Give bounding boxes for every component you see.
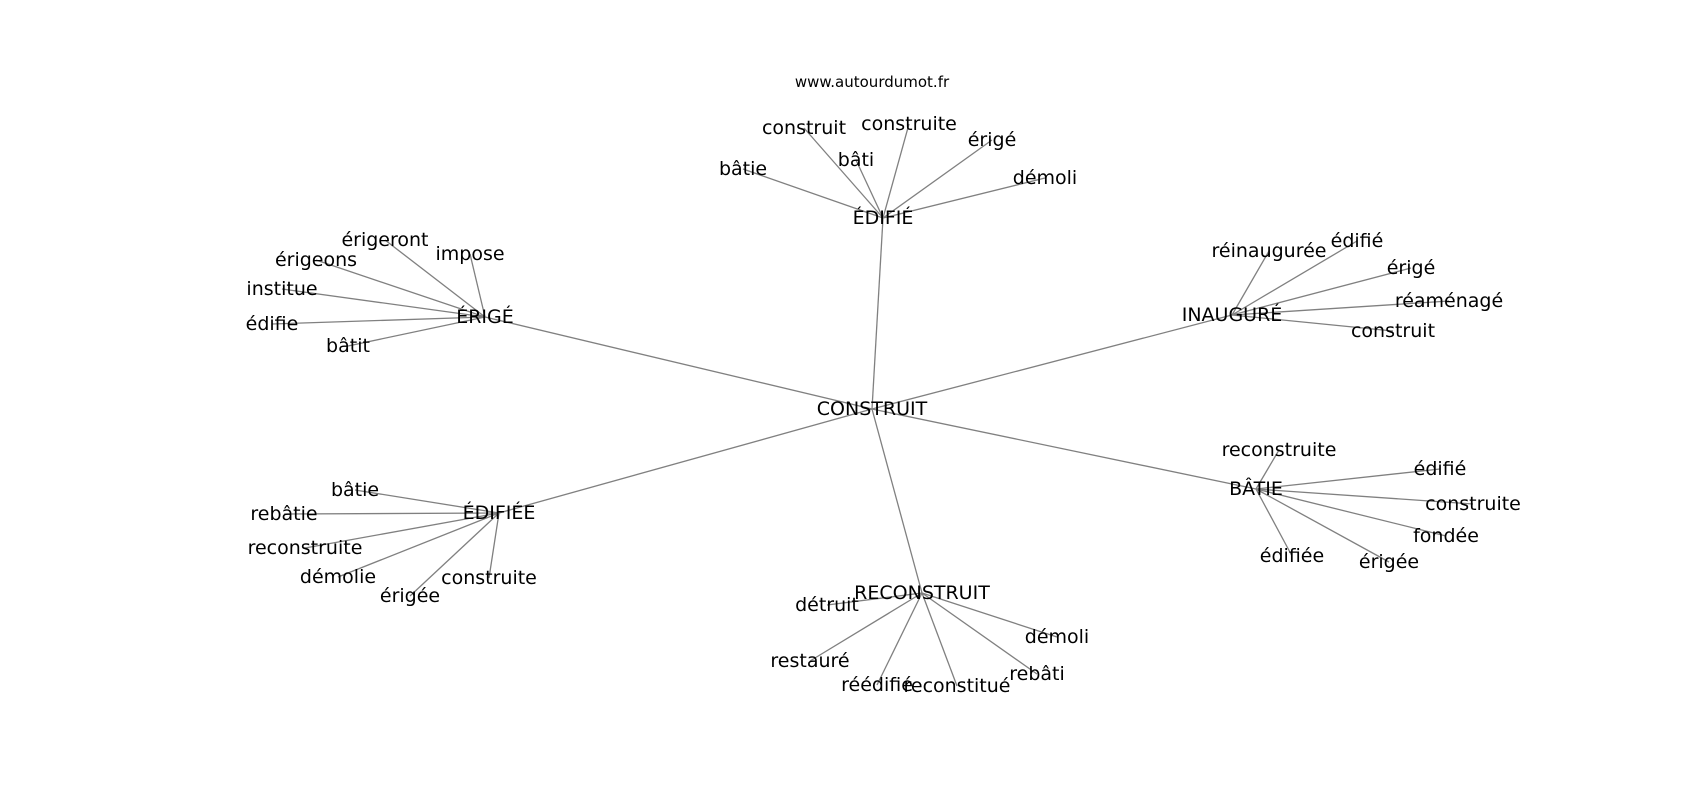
edge-cluster-to-word [1231,250,1270,316]
word-node[interactable]: érigeons [275,249,357,271]
word-node[interactable]: édifie [246,313,299,335]
edge-cluster-to-word [1255,488,1390,563]
cluster-node[interactable]: BÂTIE [1229,477,1283,500]
edge-center-to-cluster [484,316,873,410]
center-node[interactable]: CONSTRUIT [817,398,928,420]
edge-cluster-to-word [283,512,500,515]
edge-cluster-to-word [315,259,486,318]
edge-cluster-to-word [742,168,884,219]
word-node[interactable]: érigé [968,129,1017,151]
edge-cluster-to-word [1255,449,1280,490]
word-node[interactable]: bâtit [326,335,370,357]
edge-cluster-to-word [409,512,500,597]
edge-center-to-cluster [871,408,923,594]
word-node[interactable]: détruit [795,594,859,616]
word-node[interactable]: reconstitué [903,675,1010,697]
cluster-node[interactable]: ÉDIFIÉ [853,206,914,229]
word-node[interactable]: bâti [838,149,874,171]
word-node[interactable]: bâtie [331,479,379,501]
cluster-node[interactable]: RECONSTRUIT [854,582,990,604]
word-node[interactable]: construite [441,567,537,589]
edge-cluster-to-word [271,316,486,325]
edge-center-to-cluster [871,408,1257,490]
edge-cluster-to-word [855,159,884,219]
edge-cluster-to-word [469,253,486,318]
word-node[interactable]: reconstruite [1222,439,1337,461]
word-node[interactable]: construite [861,113,957,135]
edge-center-to-cluster [498,408,873,514]
edge-cluster-to-word [921,592,958,687]
word-node[interactable]: érigeront [341,229,428,251]
word-node[interactable]: institue [246,278,317,300]
edge-center-to-cluster [871,314,1233,410]
edge-cluster-to-word [281,288,486,318]
edge-cluster-to-word [809,592,923,662]
edge-cluster-to-word [876,592,923,686]
word-node[interactable]: érigée [1359,551,1419,573]
edge-center-to-cluster [871,217,884,410]
graph-edges [271,123,1474,687]
word-node[interactable]: construit [1351,320,1435,342]
word-node[interactable]: réinaugurée [1212,240,1327,262]
edge-cluster-to-word [1231,300,1450,316]
word-node[interactable]: érigée [380,585,440,607]
word-node[interactable]: édifiée [1260,545,1324,567]
edge-cluster-to-word [347,316,486,347]
edge-cluster-to-word [921,592,1058,638]
edge-cluster-to-word [1231,314,1394,332]
word-node[interactable]: bâtie [719,158,767,180]
edge-cluster-to-word [384,239,486,318]
word-node[interactable]: rebâti [1009,663,1065,685]
word-node[interactable]: rebâtie [250,503,317,525]
edge-cluster-to-word [882,139,993,219]
graph-labels: www.autourdumot.fr construit construite bâ… [246,73,1521,697]
cluster-node[interactable]: ÉRIGÉ [456,305,514,328]
edge-cluster-to-word [488,512,500,579]
edge-cluster-to-word [1255,468,1441,490]
word-node[interactable]: érigé [1387,257,1436,279]
edge-cluster-to-word [921,592,1038,675]
edge-cluster-to-word [1231,267,1412,316]
edge-cluster-to-word [1231,240,1358,316]
word-node[interactable]: reconstruite [248,537,363,559]
source-watermark[interactable]: www.autourdumot.fr [795,73,950,91]
edge-cluster-to-word [337,512,500,578]
edge-cluster-to-word [882,177,1046,219]
word-node[interactable]: impose [435,243,504,265]
word-node[interactable]: fondée [1413,525,1479,547]
cluster-node[interactable]: ÉDIFIÉE [463,501,536,524]
edge-cluster-to-word [826,592,923,606]
word-node[interactable]: démoli [1025,626,1089,648]
edge-cluster-to-word [803,127,884,219]
word-node[interactable]: démolie [300,566,376,588]
word-node[interactable]: construit [762,117,846,139]
word-node[interactable]: édifié [1331,230,1384,252]
word-node[interactable]: construite [1425,493,1521,515]
edge-cluster-to-word [354,489,500,514]
edge-cluster-to-word [1255,488,1447,537]
edge-cluster-to-word [882,123,910,219]
edge-cluster-to-word [1255,488,1293,557]
word-node[interactable]: réaménagé [1395,290,1503,312]
edge-cluster-to-word [1255,488,1474,505]
word-node[interactable]: démoli [1013,167,1077,189]
word-node[interactable]: édifié [1414,458,1467,480]
cluster-node[interactable]: INAUGURÉ [1182,303,1283,326]
edge-cluster-to-word [304,512,500,549]
word-node[interactable]: restauré [770,650,849,672]
word-node[interactable]: réédifié [841,674,913,696]
